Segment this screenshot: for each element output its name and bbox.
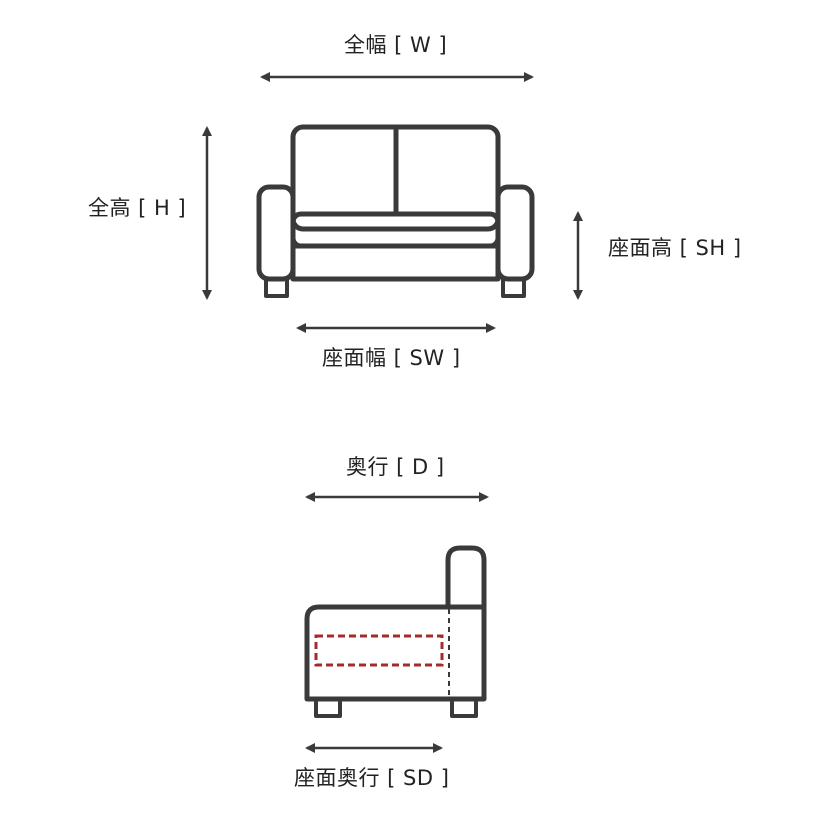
seat-depth-label: 座面奥行 [ SD ]	[294, 766, 450, 790]
seat-depth-highlight	[314, 634, 444, 667]
seat-width-label: 座面幅 [ SW ]	[322, 346, 461, 370]
sofa-base	[290, 243, 501, 282]
sofa-right-leg	[501, 277, 526, 298]
sofa-left-armrest	[256, 184, 296, 282]
sofa-left-leg	[264, 277, 289, 298]
sofa-side-view	[304, 545, 487, 718]
sofa-front-view	[256, 124, 535, 298]
side-body	[304, 604, 487, 702]
overall-width-label: 全幅 [ W ]	[344, 33, 448, 57]
side-front-leg	[314, 697, 342, 718]
side-backrest	[445, 545, 487, 607]
side-back-leg	[450, 697, 478, 718]
overall-height-label: 全高 [ H ]	[88, 196, 187, 220]
sofa-right-armrest	[495, 184, 535, 282]
seat-height-label: 座面高 [ SH ]	[608, 236, 742, 260]
depth-label: 奥行 [ D ]	[346, 455, 445, 479]
